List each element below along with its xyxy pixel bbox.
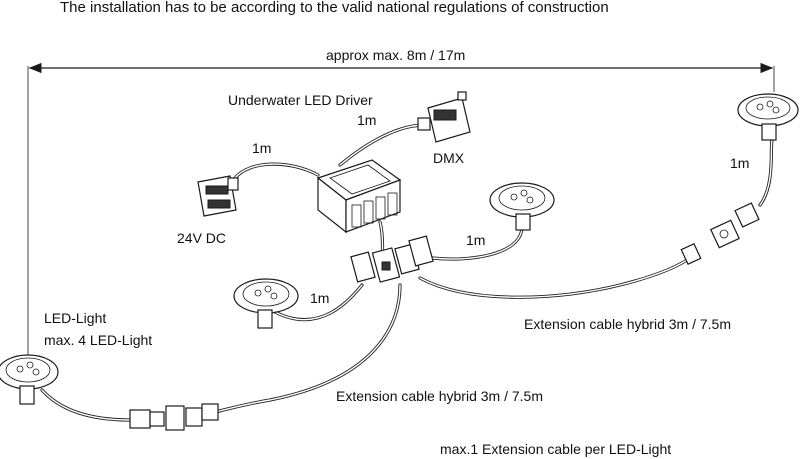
power-label: 24V DC xyxy=(177,230,227,246)
length-light-left: 1m xyxy=(310,290,330,306)
driver-label: Underwater LED Driver xyxy=(228,92,373,108)
right-extension-connectors xyxy=(680,202,760,266)
power-connector xyxy=(197,175,239,217)
installation-note: The installation has to be according to … xyxy=(60,0,609,16)
length-driver-power: 1m xyxy=(252,140,272,156)
led-light-max-label: max. 4 LED-Light xyxy=(44,332,153,348)
led-driver-box xyxy=(316,159,402,234)
led-light-bottom-left xyxy=(0,354,59,405)
cables xyxy=(40,123,774,422)
dimension-label: approx max. 8m / 17m xyxy=(326,47,466,63)
led-light-center-left xyxy=(233,278,299,329)
dmx-connector xyxy=(417,91,471,143)
length-driver-dmx: 1m xyxy=(357,112,377,128)
led-light-label: LED-Light xyxy=(44,310,107,326)
dmx-label: DMX xyxy=(433,150,465,166)
length-light-center: 1m xyxy=(466,232,486,248)
extension-note: max.1 Extension cable per LED-Light xyxy=(440,441,672,457)
length-light-right: 1m xyxy=(730,155,750,171)
led-light-top-right xyxy=(737,93,799,141)
extension-cable-left-label: Extension cable hybrid 3m / 7.5m xyxy=(336,388,543,404)
led-light-center xyxy=(489,182,555,231)
cable-splitter xyxy=(350,235,434,283)
extension-cable-right-label: Extension cable hybrid 3m / 7.5m xyxy=(524,316,731,332)
left-extension-connectors xyxy=(129,403,219,431)
dimension-line xyxy=(27,62,775,358)
